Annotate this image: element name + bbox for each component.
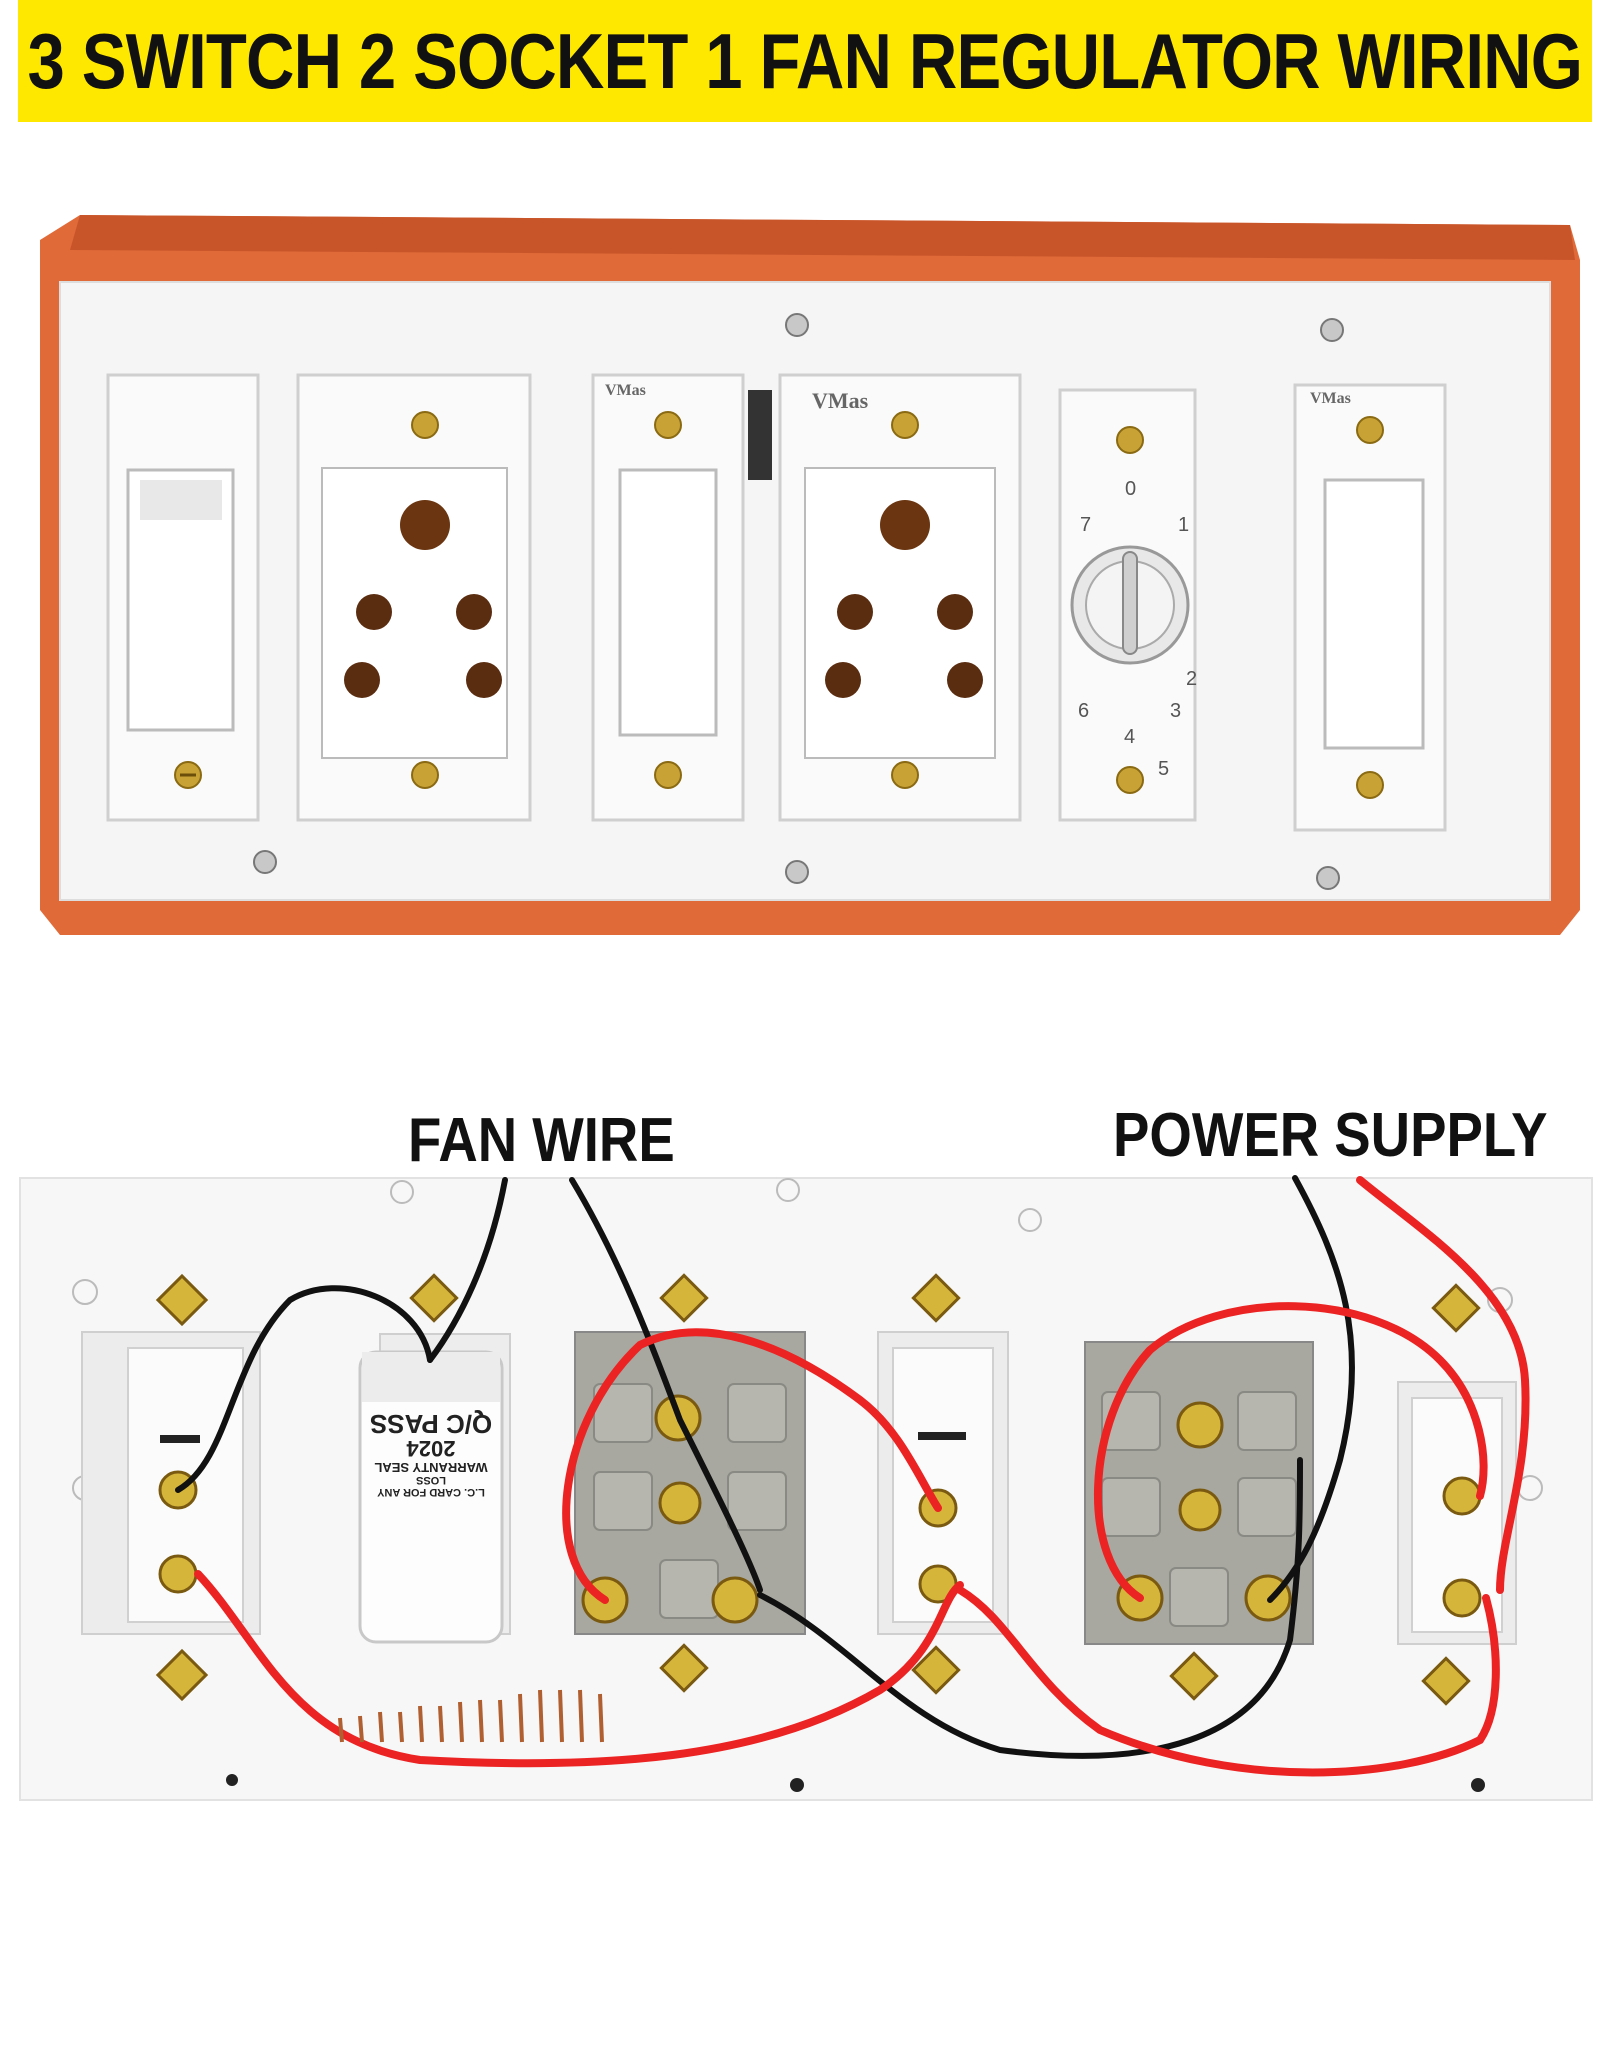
back-panel — [19, 1177, 1593, 1801]
page-title: 3 SWITCH 2 SOCKET 1 FAN REGULATOR WIRING — [27, 16, 1583, 105]
capacitor-line-2: 2024 — [406, 1436, 456, 1462]
capacitor-line-3: WARRANTY SEAL — [374, 1460, 488, 1476]
socket-1 — [296, 373, 532, 822]
front-panel-diagram — [40, 215, 1580, 935]
switch-3-back — [1397, 1283, 1517, 1706]
regulator-number-0: 0 — [1125, 478, 1137, 500]
divider-strip — [748, 390, 772, 480]
red-wire-power-supply — [1356, 1176, 1530, 1594]
black-wire-fan-socket1 — [569, 1177, 763, 1593]
brand-text-switch-3: VMas — [1310, 390, 1351, 407]
black-wire-power-supply — [1267, 1175, 1356, 1603]
regulator-number-4: 4 — [1124, 726, 1136, 748]
socket-2 — [778, 373, 1022, 822]
socket-1-back — [574, 1273, 806, 1693]
copper-strands — [338, 1689, 604, 1743]
brand-text-switch-2: VMas — [605, 382, 646, 399]
switch-2 — [591, 373, 745, 822]
red-wire-socket1-loop — [562, 1328, 942, 1604]
orange-box-top-edge — [70, 215, 1575, 260]
capacitor-label: L.C. CARD FOR ANY LOSS WARRANTY SEAL 202… — [362, 1409, 500, 1499]
regulator-number-7: 7 — [1080, 514, 1092, 536]
regulator-number-2: 2 — [1186, 668, 1198, 690]
power-supply-label: POWER SUPPLY — [1113, 1101, 1548, 1170]
dark-holes — [226, 1774, 1485, 1792]
socket-2-back — [1084, 1341, 1314, 1701]
switch-1-back — [81, 1273, 261, 1702]
fan-regulator — [1058, 388, 1197, 822]
mounting-holes — [72, 1178, 1543, 1501]
fan-wire-label: FAN WIRE — [408, 1106, 675, 1175]
title-banner: 3 SWITCH 2 SOCKET 1 FAN REGULATOR WIRING — [18, 0, 1592, 122]
capacitor-line-1: Q/C PASS — [369, 1409, 493, 1440]
regulator-number-5: 5 — [1158, 758, 1170, 780]
red-wire-switch1-switch2 — [194, 1570, 964, 1768]
red-wire-socket2-loop — [1094, 1302, 1488, 1602]
regulator-number-6: 6 — [1078, 700, 1090, 722]
switch-3 — [1293, 383, 1447, 832]
regulator-number-1: 1 — [1178, 514, 1190, 536]
faceplate-screws — [253, 313, 1344, 890]
switch-2-back — [877, 1273, 1009, 1695]
red-wire-switch2-socket2 — [956, 1586, 1500, 1777]
capacitor-line-4: L.C. CARD FOR ANY LOSS — [377, 1474, 485, 1499]
black-wire-fan-capacitor — [427, 1177, 508, 1363]
black-wires — [175, 1175, 1356, 1759]
regulator-number-3: 3 — [1170, 700, 1182, 722]
brand-text-socket-2: VMas — [812, 388, 869, 413]
black-wire-socket1-socket2 — [757, 1457, 1303, 1759]
switch-1 — [106, 373, 260, 822]
